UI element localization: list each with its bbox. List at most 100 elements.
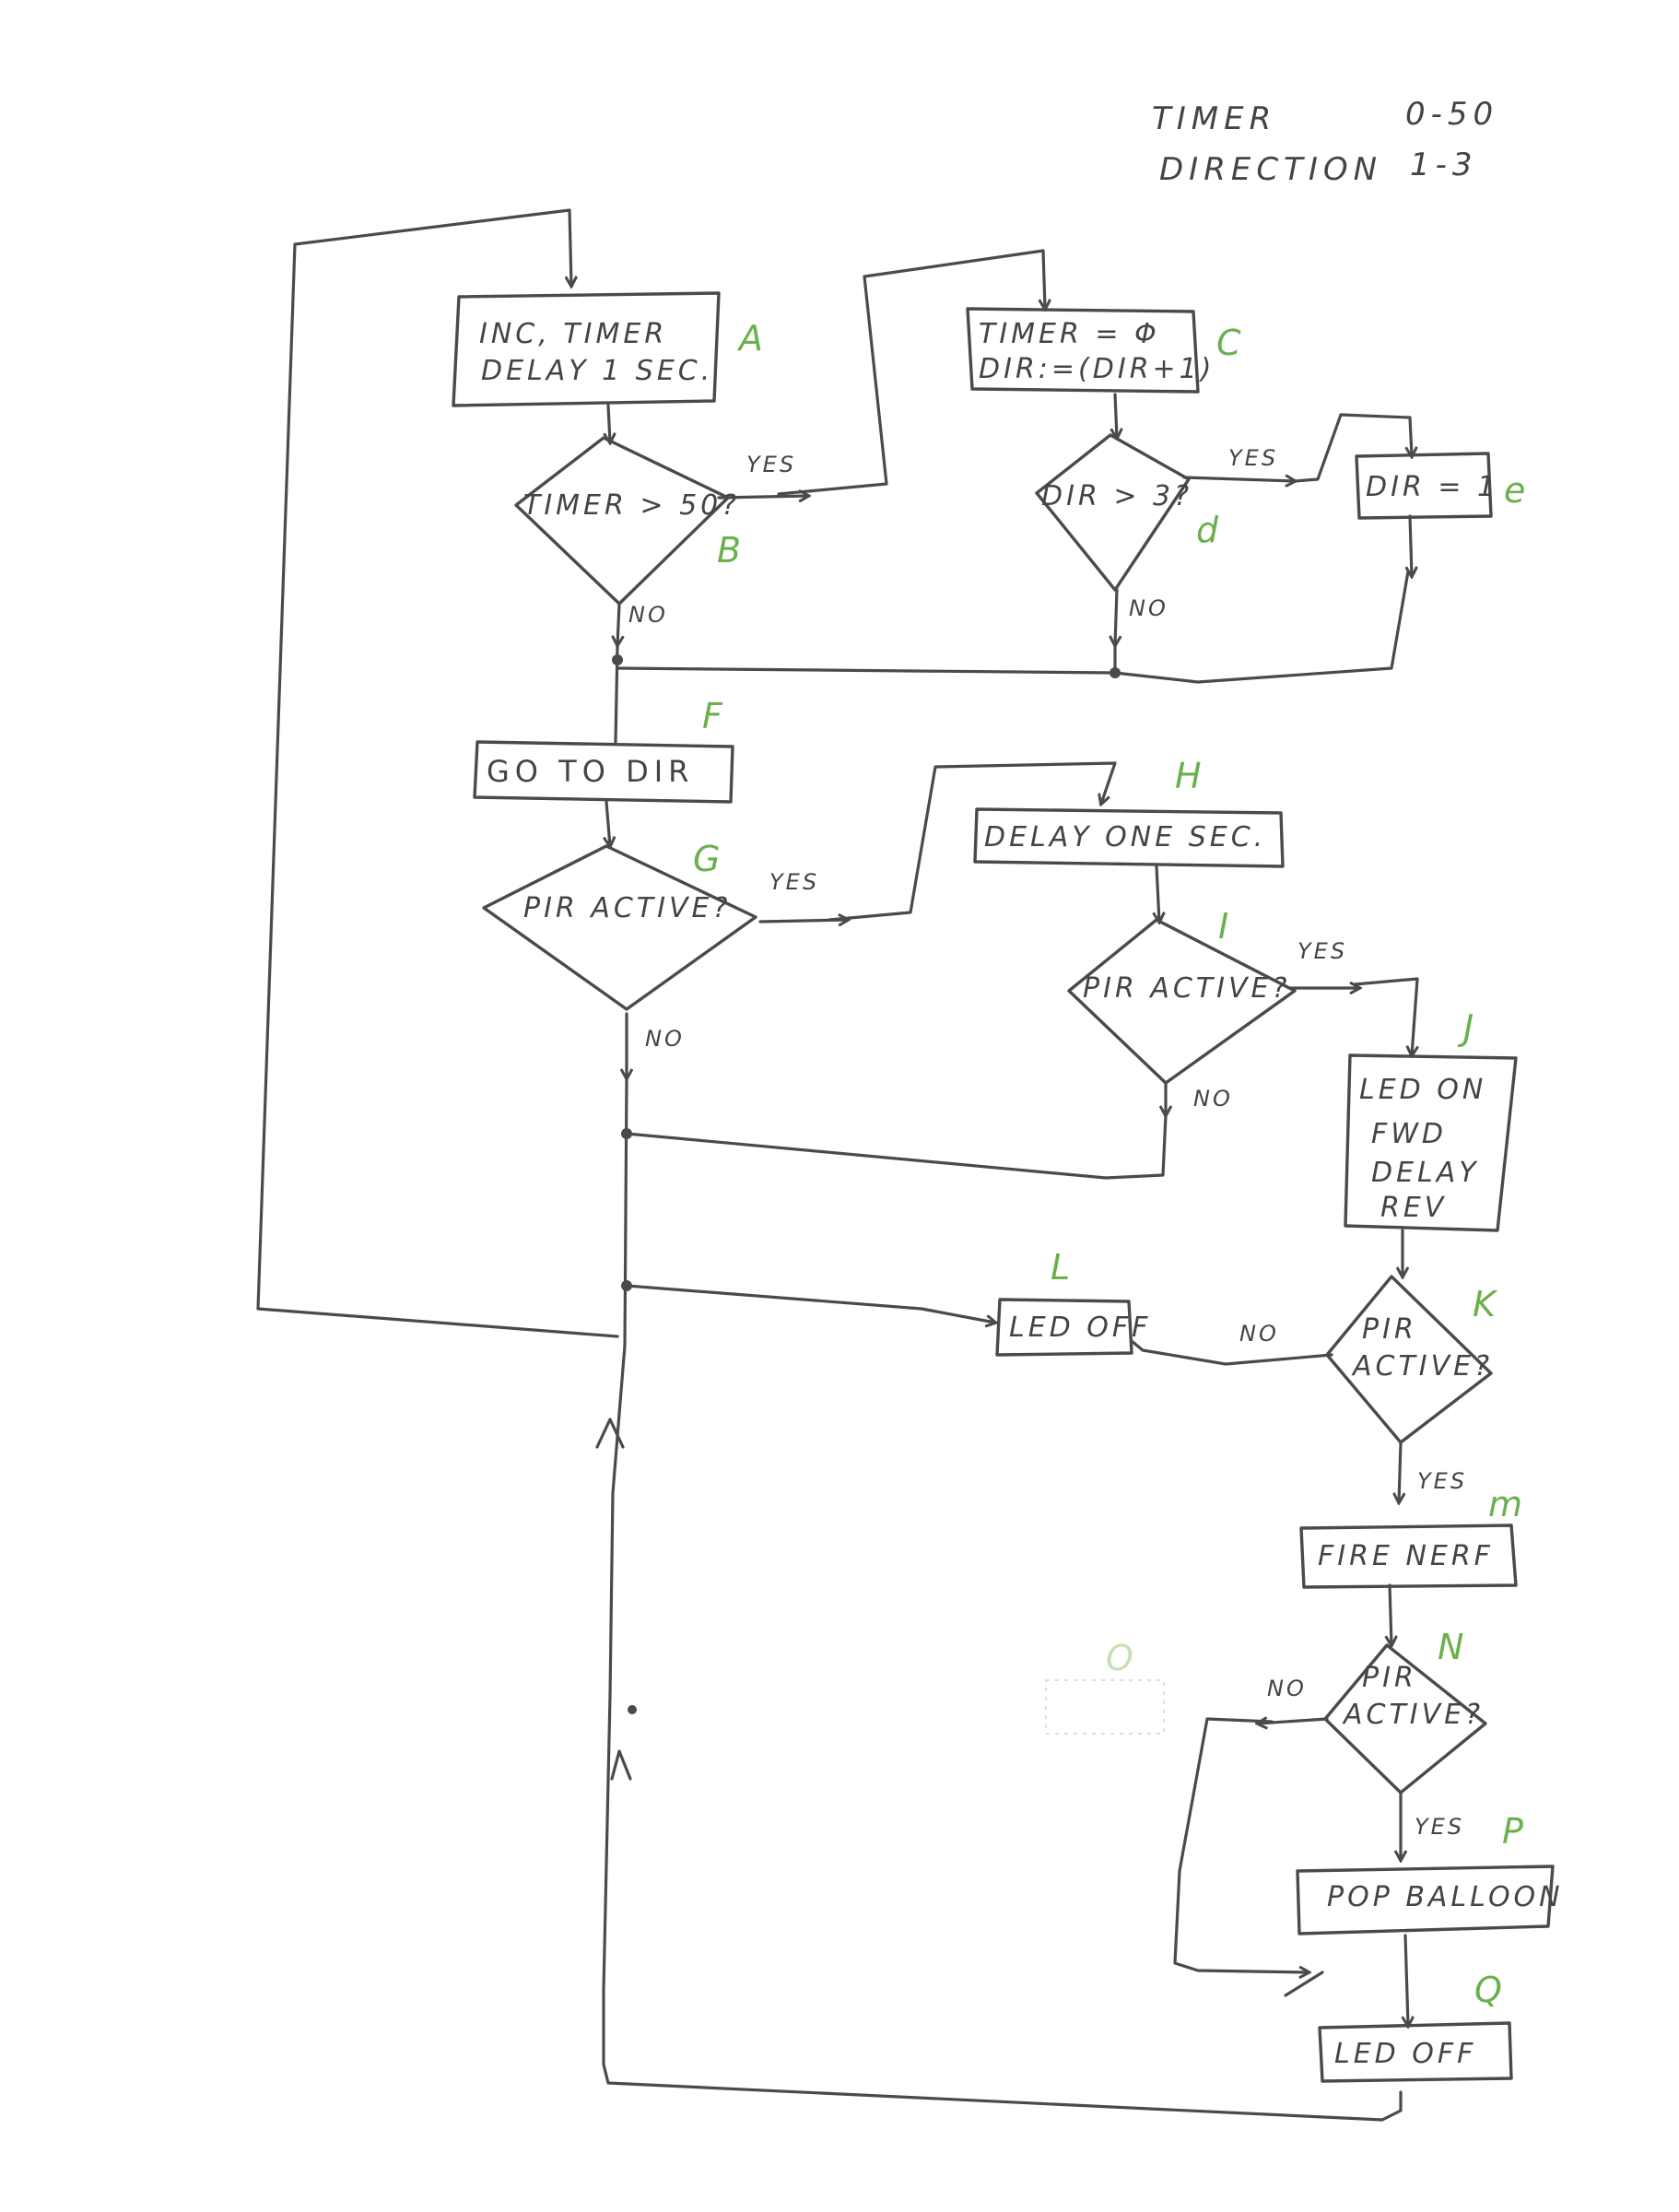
node-o-faint-box — [1045, 1679, 1165, 1735]
arrow-p-q — [1405, 1934, 1408, 2026]
arrow-b-yes — [717, 496, 808, 498]
node-f-tag: F — [702, 696, 723, 736]
arrow-d-yes — [1182, 477, 1295, 481]
node-e-tag: e — [1504, 470, 1525, 511]
junction-3 — [621, 1128, 632, 1139]
n-no-loop-tail — [1284, 1971, 1324, 1997]
node-g-text: PIR ACTIVE? — [523, 892, 731, 924]
node-n-line1: PIR — [1362, 1662, 1417, 1694]
edge-g-yes: YES — [769, 869, 819, 895]
edge-d-no: NO — [1129, 595, 1168, 621]
arrow-d-no — [1115, 588, 1117, 645]
node-j-line1: LED ON — [1359, 1074, 1486, 1106]
node-d-diamond — [1035, 433, 1191, 592]
node-a-tag: A — [736, 318, 763, 359]
node-p-box — [1296, 1865, 1555, 1936]
node-h-box — [973, 807, 1285, 868]
arrow-a-b — [608, 404, 610, 442]
node-c-line1: TIMER = Φ — [979, 318, 1160, 350]
legend-timer-range: 0-50 — [1405, 96, 1498, 133]
arrow-b-no — [617, 602, 619, 645]
main-return-spine — [602, 1077, 1403, 2122]
node-a-box — [452, 291, 721, 407]
junction-5 — [628, 1705, 637, 1714]
node-d-tag: d — [1196, 510, 1219, 550]
node-g-tag: G — [693, 839, 720, 879]
node-e-text: DIR = 1 — [1366, 471, 1498, 503]
node-i-diamond — [1067, 918, 1297, 1085]
node-e-box — [1355, 452, 1493, 520]
node-o-tag: O — [1106, 1638, 1133, 1678]
node-k-line1: PIR — [1362, 1313, 1417, 1346]
edge-n-no: NO — [1267, 1676, 1307, 1701]
k-no-to-l — [1130, 1339, 1333, 1366]
arrow-m-n — [1390, 1583, 1391, 1645]
nodes: INC, TIMER DELAY 1 SEC. A TIMER > 50? B … — [452, 291, 1564, 2083]
node-c-box — [966, 307, 1200, 394]
edge-k-no: NO — [1239, 1321, 1279, 1347]
arrow-to-h — [828, 761, 1117, 922]
arrow-to-c — [777, 249, 1045, 496]
node-b-text: TIMER > 50? — [523, 489, 740, 522]
node-k-line2: ACTIVE? — [1351, 1350, 1493, 1382]
node-p-tag: P — [1502, 1811, 1523, 1852]
node-j-box — [1344, 1053, 1518, 1232]
join-line-e — [616, 570, 1410, 684]
node-l-box — [995, 1298, 1133, 1357]
arrow-to-l — [625, 1284, 995, 1323]
node-g-diamond — [482, 844, 757, 1011]
legend: TIMER 0-50 DIRECTION 1-3 — [1152, 96, 1498, 188]
arrow-k-yes — [1399, 1441, 1401, 1502]
node-f-text: GO TO DIR — [487, 754, 694, 789]
edge-d-yes: YES — [1228, 445, 1278, 471]
node-b-tag: B — [717, 530, 741, 571]
arrow-c-d — [1115, 393, 1117, 438]
node-d-text: DIR > 3? — [1041, 480, 1192, 512]
edge-k-yes: YES — [1417, 1468, 1467, 1494]
edge-b-yes: YES — [746, 452, 796, 477]
node-i-text: PIR ACTIVE? — [1083, 972, 1290, 1005]
node-j-tag: J — [1457, 1007, 1474, 1048]
junction-2 — [1110, 667, 1121, 678]
spine-arrow-1 — [595, 1418, 625, 1449]
node-m-tag: m — [1488, 1484, 1522, 1524]
node-c-line2: DIR:=(DIR+1) — [979, 353, 1215, 385]
junction-1 — [612, 654, 623, 665]
edge-i-yes: YES — [1297, 938, 1347, 964]
node-i-tag: I — [1218, 906, 1228, 947]
node-f-box — [473, 740, 734, 804]
node-j-line3: DELAY — [1371, 1157, 1480, 1189]
connectors — [256, 208, 1417, 2122]
node-h-text: DELAY ONE SEC. — [984, 821, 1266, 853]
loop-to-a — [256, 208, 619, 1338]
node-b-diamond — [514, 436, 730, 606]
edge-b-no: NO — [628, 602, 668, 628]
node-k-tag: K — [1473, 1284, 1498, 1324]
node-a-line1: INC, TIMER — [479, 318, 667, 350]
arrow-f-g — [606, 800, 610, 846]
node-c-tag: C — [1216, 323, 1241, 363]
edge-g-no: NO — [645, 1026, 685, 1052]
node-k-diamond — [1325, 1275, 1493, 1444]
node-p-text: POP BALLOON — [1327, 1881, 1564, 1913]
legend-direction-range: 1-3 — [1410, 147, 1478, 183]
arrow-h-i — [1157, 865, 1159, 922]
arrow-to-e — [1293, 413, 1412, 483]
node-a-line2: DELAY 1 SEC. — [481, 355, 713, 387]
node-h-tag: H — [1175, 756, 1202, 796]
node-l-text: LED OFF — [1009, 1312, 1151, 1344]
node-n-diamond — [1323, 1643, 1487, 1794]
spine-arrow-2 — [610, 1749, 632, 1781]
node-l-tag: L — [1051, 1247, 1070, 1288]
edge-i-no: NO — [1193, 1086, 1233, 1112]
node-m-box — [1299, 1524, 1518, 1589]
node-q-tag: Q — [1474, 1970, 1502, 2010]
arrow-to-j — [1353, 977, 1417, 1055]
node-n-line2: ACTIVE? — [1342, 1699, 1484, 1731]
legend-timer-label: TIMER — [1152, 100, 1276, 137]
arrow-e-down — [1410, 514, 1412, 576]
node-q-box — [1318, 2021, 1513, 2083]
edge-n-yes: YES — [1415, 1814, 1464, 1840]
i-no-return — [625, 1113, 1168, 1180]
